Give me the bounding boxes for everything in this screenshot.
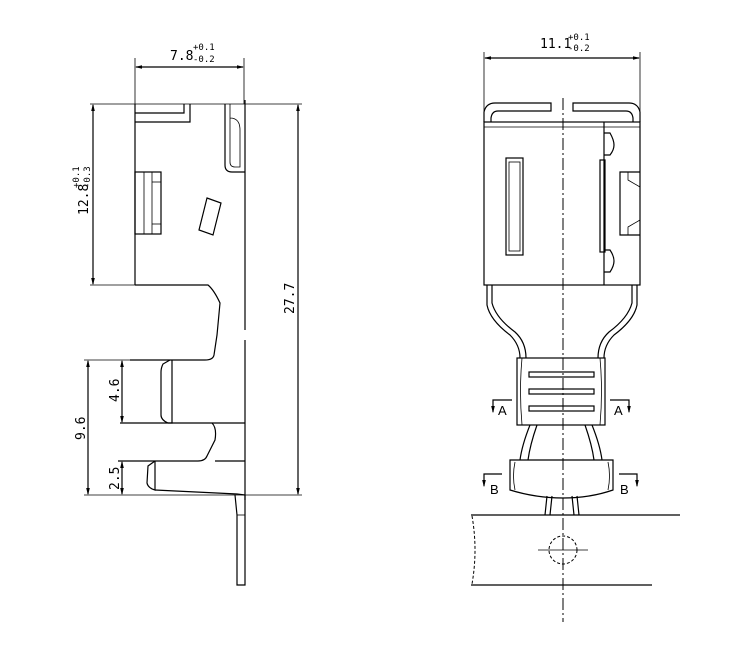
front-view: 11.1 +0.1 -0.2 A (471, 33, 680, 622)
side-wire-crimp-dimension: 4.6 (108, 359, 124, 424)
side-width-tol-lower: -0.2 (193, 55, 215, 65)
front-width-tol-upper: +0.1 (568, 33, 590, 43)
side-width-value: 7.8 (170, 49, 193, 64)
section-b-right-marker: B (619, 473, 639, 497)
front-width-dimension: 11.1 +0.1 -0.2 (483, 33, 641, 112)
section-a-left-marker: A (491, 399, 512, 418)
side-total-length-dimension: 27.7 (283, 103, 300, 496)
box-height-value: 12.8 (77, 184, 92, 215)
box-height-tol-lower: -0.3 (83, 166, 93, 188)
section-b-left-marker: B (482, 473, 502, 497)
wire-crimp-value: 4.6 (108, 379, 123, 402)
side-width-tol-upper: +0.1 (193, 43, 215, 53)
total-length-value: 27.7 (283, 283, 298, 314)
front-width-tol-lower: -0.2 (568, 44, 590, 54)
side-insulation-crimp-dimension: 2.5 (108, 460, 124, 496)
front-width-value: 11.1 (540, 37, 571, 52)
side-crimp-zone-dimension: 9.6 (74, 359, 90, 496)
carrier-strip (471, 514, 680, 586)
side-box-height-dimension: 12.8 +0.1 -0.3 (72, 103, 95, 286)
section-b-right-label: B (620, 482, 629, 497)
section-b-left-label: B (490, 482, 499, 497)
side-view: 7.8 +0.1 -0.2 (72, 43, 302, 586)
side-width-dimension: 7.8 +0.1 -0.2 (134, 43, 245, 104)
section-a-left-label: A (498, 403, 507, 418)
box-height-tol-upper: +0.1 (72, 166, 82, 188)
crimp-zone-value: 9.6 (74, 417, 89, 440)
section-a-right-label: A (614, 403, 623, 418)
section-a-right-marker: A (610, 399, 631, 418)
terminal-side-outline (118, 100, 246, 586)
insulation-crimp-value: 2.5 (108, 467, 123, 490)
